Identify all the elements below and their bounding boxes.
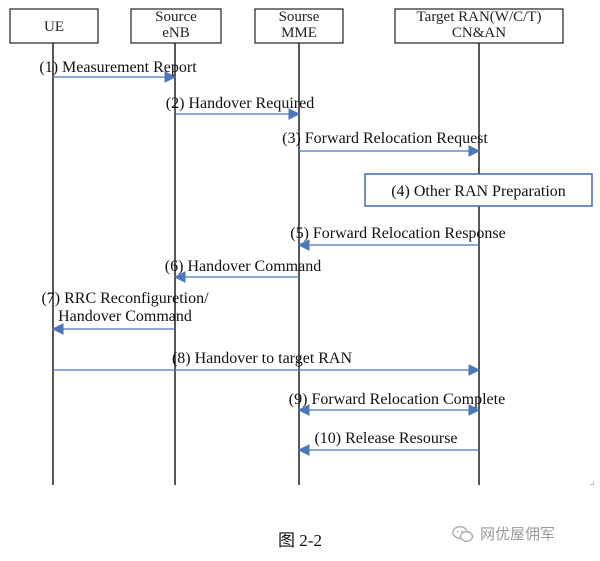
message-label: (8) Handover to target RAN	[172, 350, 353, 367]
message-9: (10) Release Resourse	[297, 430, 479, 456]
message-5: (6) Handover Command	[165, 258, 321, 283]
entity-label: Target RAN(W/C/T)	[417, 9, 542, 25]
message-label: (5) Forward Relocation Response	[290, 225, 506, 242]
message-7: (8) Handover to target RAN	[53, 350, 481, 376]
watermark-text: 网优屋佣军	[480, 525, 556, 543]
wechat-icon	[452, 525, 474, 542]
lifeline-target: Target RAN(W/C/T)CN&AN	[394, 8, 564, 485]
message-label: (3) Forward Relocation Request	[282, 130, 488, 147]
entity-label: Sourse	[279, 9, 320, 25]
message-6: (7) RRC Reconfiguretion/Handover Command	[41, 290, 209, 335]
message-label: (10) Release Resourse	[314, 430, 457, 447]
note-label: (4) Other RAN Preparation	[391, 183, 566, 200]
entity-label: eNB	[162, 25, 190, 41]
entity-box	[9, 8, 99, 44]
figure-caption: 图 2-2	[278, 531, 322, 550]
entity-box	[254, 8, 344, 44]
message-2: (2) Handover Required	[166, 95, 314, 120]
corner-mark: ⌟	[590, 476, 595, 487]
entity-label: MME	[281, 25, 317, 41]
message-label: (7) RRC Reconfiguretion/	[41, 290, 209, 307]
note-box	[364, 173, 593, 207]
entity-label: UE	[44, 19, 64, 35]
message-label: (9) Forward Relocation Complete	[289, 391, 505, 408]
message-label: (1) Measurement Report	[39, 59, 197, 76]
watermark: 网优屋佣军	[452, 523, 555, 544]
entity-box	[130, 8, 222, 44]
message-3: (3) Forward Relocation Request	[282, 130, 488, 157]
message-label: (6) Handover Command	[165, 258, 321, 275]
message-4: (5) Forward Relocation Response	[290, 225, 506, 251]
entity-label: CN&AN	[452, 25, 506, 41]
message-label: (2) Handover Required	[166, 95, 314, 112]
entity-label: Source	[155, 9, 197, 25]
message-1: (1) Measurement Report	[39, 59, 197, 83]
lifeline-ue: UE	[9, 8, 99, 485]
message-label: Handover Command	[58, 308, 192, 325]
note-other-ran-preparation: (4) Other RAN Preparation	[364, 173, 593, 207]
message-8: (9) Forward Relocation Complete	[289, 391, 505, 416]
entity-box	[394, 8, 564, 44]
